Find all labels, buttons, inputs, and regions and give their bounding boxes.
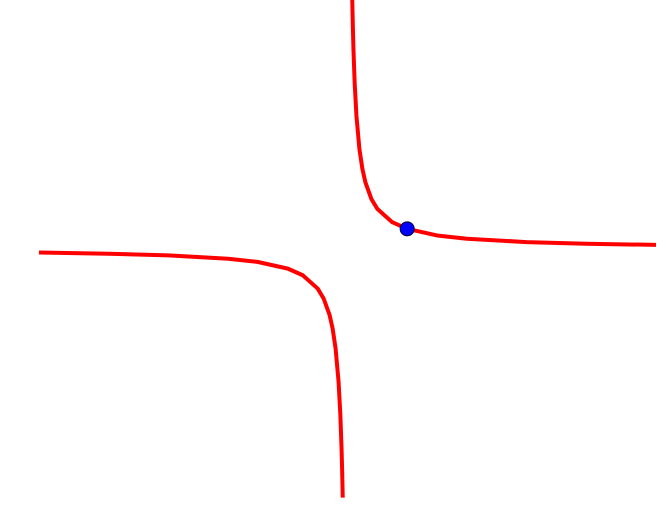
highlight-point[interactable] — [399, 221, 415, 237]
curve-layer — [38, 0, 657, 498]
curve-branch-left — [38, 250, 345, 498]
point-layer — [399, 221, 415, 237]
curve-branch-right — [350, 0, 657, 247]
